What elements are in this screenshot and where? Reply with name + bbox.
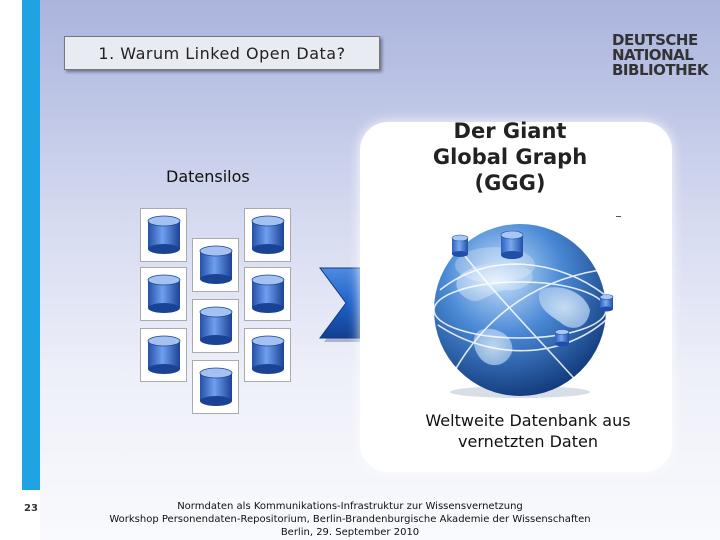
accent-bar bbox=[22, 0, 40, 490]
database-icon bbox=[244, 267, 291, 321]
ggg-title: Der Giant Global Graph (GGG) bbox=[432, 119, 588, 195]
footer-line-3: Berlin, 29. September 2010 bbox=[280, 527, 420, 538]
footer-line-1: Normdaten als Kommunikations-Infrastrukt… bbox=[177, 501, 523, 512]
database-icon bbox=[140, 208, 187, 262]
footer: Normdaten als Kommunikations-Infrastrukt… bbox=[90, 500, 610, 539]
database-icon bbox=[192, 360, 239, 414]
silos-label: Datensilos bbox=[166, 167, 250, 186]
globe-icon bbox=[433, 224, 614, 398]
database-icon bbox=[244, 328, 291, 382]
database-icon bbox=[192, 238, 239, 292]
globe-databases bbox=[451, 230, 614, 347]
database-icon bbox=[192, 299, 239, 353]
accent-bar-gap bbox=[22, 490, 40, 540]
dash-mark bbox=[616, 216, 621, 217]
footer-line-2: Workshop Personendaten-Repositorium, Ber… bbox=[109, 514, 591, 525]
database-icon bbox=[244, 208, 291, 262]
logo-line-1: DEUTSCHE bbox=[612, 31, 698, 49]
database-icon bbox=[140, 267, 187, 321]
dnb-logo: DEUTSCHE NATIONAL BIBLIOTHEK bbox=[612, 33, 716, 78]
page-number: 23 bbox=[24, 503, 38, 514]
ggg-caption: Weltweite Datenbank aus vernetzten Daten bbox=[425, 411, 631, 451]
slide-title: 1. Warum Linked Open Data? bbox=[64, 36, 380, 70]
logo-line-2: NATIONAL bbox=[612, 46, 694, 64]
logo-line-3: BIBLIOTHEK bbox=[612, 61, 709, 79]
data-silos-grid bbox=[140, 208, 292, 418]
database-icon bbox=[140, 328, 187, 382]
